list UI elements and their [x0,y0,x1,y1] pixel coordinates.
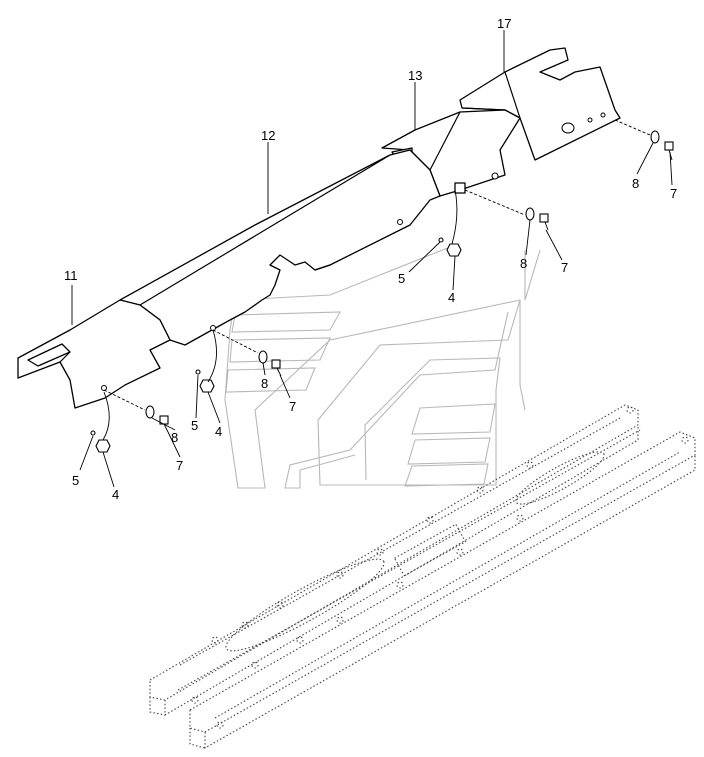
screw-icon [90,430,96,436]
callout-7-mid: 7 [561,260,568,275]
callout-7-left: 7 [176,458,183,473]
callout-4-left: 4 [112,487,119,502]
fastener-left [90,389,169,453]
bolt-icon [539,213,549,231]
bolt-icon [271,359,282,377]
callout-7-right: 7 [670,186,677,201]
cover-part-11 [17,299,171,409]
fastener-right [614,119,674,161]
callout-8-mid: 8 [520,256,527,271]
callout-5-center: 5 [191,418,198,433]
callout-5-mid: 5 [398,271,405,286]
callout-5-left: 5 [72,473,79,488]
callout-13: 13 [408,68,422,83]
nut-icon [199,379,215,393]
frame-rails [149,404,696,749]
screw-icon [438,237,444,243]
ghost-panel-outline [224,244,541,489]
callout-4-mid: 4 [448,290,455,305]
screw-icon [195,369,201,375]
callout-8-left: 8 [171,430,178,445]
callout-8-center: 8 [261,376,268,391]
callout-12: 12 [261,128,275,143]
bolt-icon [664,141,674,161]
nut-icon [95,439,111,453]
callout-labels: 17 13 12 11 8 7 8 7 5 4 8 7 5 4 8 7 5 4 [64,16,677,502]
callout-8-right: 8 [632,176,639,191]
callout-17: 17 [497,16,511,31]
callout-11: 11 [64,268,78,283]
nut-icon [446,243,462,257]
fastener-center [195,329,282,393]
cover-part-12 [119,149,441,346]
callout-leaders [71,30,673,488]
callout-4-center: 4 [215,424,222,439]
callout-7-center: 7 [289,399,296,414]
frame-hole-row [191,406,689,729]
fastener-mid [438,189,549,257]
